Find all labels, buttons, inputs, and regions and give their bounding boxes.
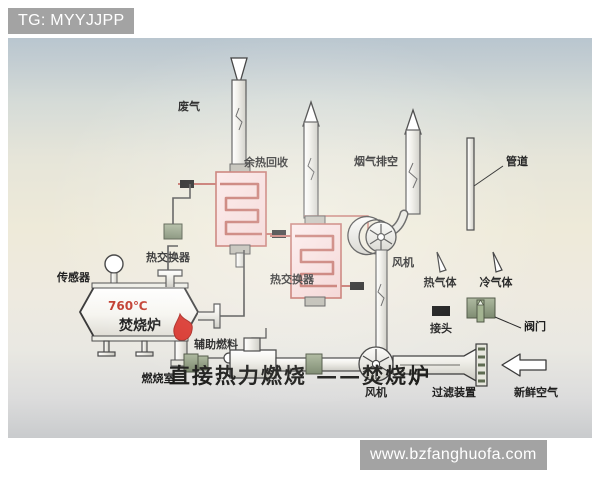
label-pipeline: 管道 <box>506 154 528 168</box>
label-fan-bottom: 风机 <box>365 385 387 399</box>
connector-sample-icon <box>432 306 450 316</box>
cold-gas-arrow-icon <box>492 251 503 273</box>
label-fresh-air: 新鲜空气 <box>514 385 558 399</box>
legend-cold-gas-group <box>492 251 503 273</box>
diagram-title-text: 直接热力燃烧 ——焚烧炉 <box>168 363 432 388</box>
air-supply-train-group <box>183 337 547 387</box>
label-combustion-chamber: 燃烧室 <box>141 371 175 385</box>
vessel-top-valve-icon <box>163 223 183 240</box>
fresh-air-arrow-icon <box>501 353 547 377</box>
legend-connector-group <box>432 306 450 316</box>
label-valve: 阀门 <box>524 319 546 333</box>
hx1-right-connector-icon <box>272 230 286 238</box>
tg-watermark-badge: TG: MYYJJPP <box>8 8 135 34</box>
legend-valve-group <box>466 297 522 329</box>
waste-gas-inlet-group <box>230 57 248 171</box>
diagram-svg: 废气 热交换器 <box>56 57 558 399</box>
hx2-bottom-nozzle <box>304 296 326 307</box>
hx1-coil <box>220 182 262 236</box>
hx2-coil <box>295 234 337 288</box>
label-aux-fuel: 辅助燃料 <box>194 337 238 351</box>
vessel-right-tee <box>198 303 221 329</box>
heat-exchanger-1-group <box>178 163 286 268</box>
site-watermark-badge: www.bzfanghuofa.com <box>360 440 547 470</box>
label-connector: 接头 <box>430 321 452 335</box>
label-sensor: 传感器 <box>56 270 91 284</box>
label-heat-exchanger-2: 热交换器 <box>270 272 315 286</box>
temperature-reading: 760℃ <box>108 299 148 313</box>
heat-exchanger-2-group <box>270 215 364 307</box>
furnace-name-label: 焚烧炉 <box>118 317 161 334</box>
legend-hot-gas-group <box>436 251 447 273</box>
flame-icon <box>173 312 193 341</box>
legend-pipeline-group <box>466 137 504 231</box>
label-heat-recovery: 余热回收 <box>243 155 288 169</box>
process-diagram-image: 废气 热交换器 <box>8 38 592 438</box>
flue-gas-duct <box>405 129 421 215</box>
pipeline-sample-icon <box>466 137 475 231</box>
heat-recovery-stack-group <box>302 99 369 234</box>
label-waste-gas: 废气 <box>178 99 200 113</box>
heat-recovery-duct <box>303 121 319 219</box>
hot-gas-arrow-icon <box>436 251 447 273</box>
label-hot-gas: 热气体 <box>424 275 458 289</box>
hx2-right-connector-icon <box>350 282 364 290</box>
vessel-top-tee <box>157 269 183 287</box>
sensor-icon <box>104 254 124 274</box>
label-fan-top: 风机 <box>392 255 414 269</box>
air-valve-mid-icon[interactable] <box>305 353 323 375</box>
label-filter-device: 过滤装置 <box>432 385 476 399</box>
hx1-left-connector-icon <box>180 180 194 188</box>
label-cold-gas: 冷气体 <box>480 275 514 289</box>
waste-gas-arrow-icon <box>230 57 248 89</box>
flue-gas-vent-group <box>347 107 422 359</box>
incinerator-vessel-group <box>79 184 245 367</box>
label-flue-gas-vent: 烟气排空 <box>354 154 398 168</box>
air-valve-far-left-icon[interactable] <box>183 353 199 373</box>
